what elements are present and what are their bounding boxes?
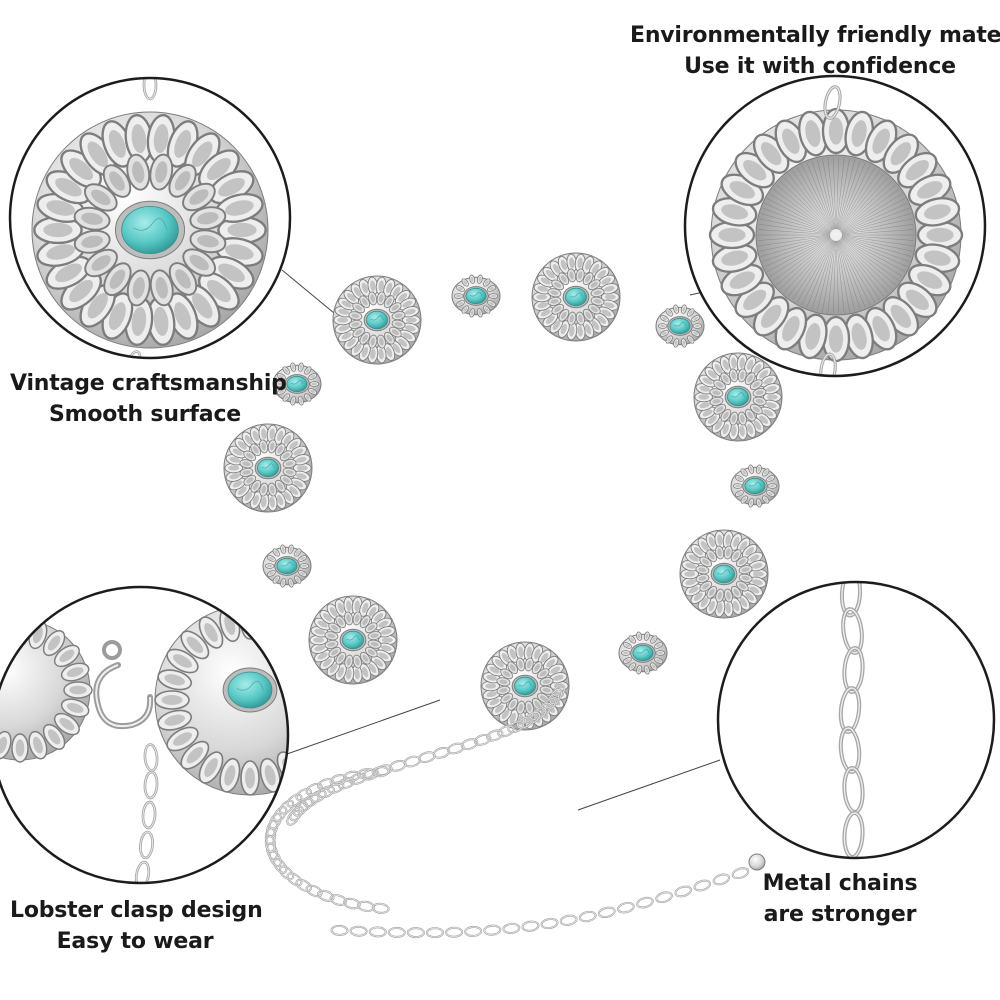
concho-closeup-front <box>31 111 269 349</box>
turquoise-stone-icon <box>121 205 179 254</box>
caption-environmentally-friendly: Environmentally friendly material Use it… <box>630 20 1000 82</box>
concho-small-icon <box>655 304 705 348</box>
concho-large-icon <box>223 423 313 513</box>
caption-metal-chains: Metal chains are stronger <box>740 868 940 930</box>
turquoise-stone-icon <box>227 671 273 709</box>
leader-lines <box>269 269 736 811</box>
concho-small-icon <box>451 274 501 318</box>
caption-line: Smooth surface <box>48 402 242 427</box>
concho-small-icon <box>730 464 780 508</box>
turquoise-stone-icon <box>713 564 735 584</box>
caption-line: Metal chains <box>762 871 918 896</box>
turquoise-stone-icon <box>744 477 766 495</box>
concho-small-icon <box>272 362 322 406</box>
concho-back-icon <box>708 85 964 376</box>
turquoise-stone-icon <box>669 317 691 335</box>
caption-lobster-clasp: Lobster clasp design Easy to wear <box>10 895 263 957</box>
concho-small-icon <box>618 631 668 675</box>
lobster-clasp-icon <box>93 640 154 729</box>
caption-line: Lobster clasp design <box>10 898 263 923</box>
chain-link-icon <box>838 582 865 858</box>
leader-line-top-left <box>281 269 341 319</box>
turquoise-stone-icon <box>366 310 388 330</box>
concho-large-icon <box>31 78 269 358</box>
turquoise-stone-icon <box>276 557 298 575</box>
concho-large-icon <box>0 617 93 763</box>
concho-large-icon <box>531 252 621 342</box>
caption-line: Environmentally friendly material <box>630 23 1000 48</box>
turquoise-stone-icon <box>342 630 364 650</box>
concho-large-icon <box>308 595 398 685</box>
belt-ring <box>223 252 783 731</box>
turquoise-stone-icon <box>514 676 536 696</box>
turquoise-stone-icon <box>286 375 308 393</box>
chain-link <box>578 910 597 923</box>
callout-clasp-closeup <box>0 585 290 885</box>
leader-line-bottom-right <box>577 759 721 811</box>
concho-large-icon <box>693 352 783 442</box>
caption-line: Use it with confidence <box>684 54 956 79</box>
callout-front-closeup <box>8 76 292 360</box>
concho-large-icon <box>679 529 769 619</box>
turquoise-stone-icon <box>727 387 749 407</box>
chain-link <box>559 914 578 926</box>
leader-line-bottom-left <box>269 699 441 761</box>
callout-back-closeup <box>683 74 987 378</box>
caption-vintage-craftsmanship: Vintage craftsmanship Smooth surface <box>10 368 287 430</box>
caption-line: Easy to wear <box>56 929 214 954</box>
caption-line: Vintage craftsmanship <box>10 371 287 396</box>
turquoise-stone-icon <box>632 644 654 662</box>
concho-large-icon <box>332 275 422 365</box>
chain-tail <box>264 683 766 939</box>
turquoise-stone-icon <box>465 287 487 305</box>
callout-chain-closeup <box>716 580 996 860</box>
caption-line: are stronger <box>763 902 917 927</box>
turquoise-stone-icon <box>257 458 279 478</box>
turquoise-stone-icon <box>565 287 587 307</box>
concho-small-icon <box>262 544 312 588</box>
chain-end-bead <box>748 853 766 871</box>
